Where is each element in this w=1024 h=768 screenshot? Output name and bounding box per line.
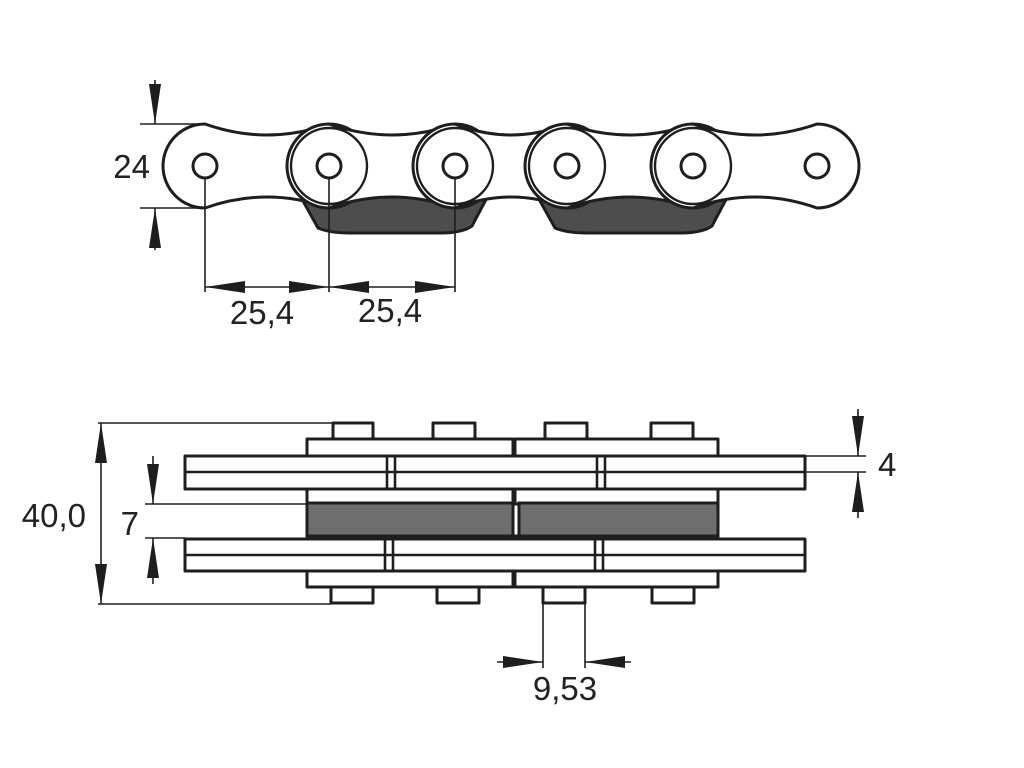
chain-top-view — [161, 122, 861, 235]
bushing-bar-left — [305, 501, 515, 538]
height-label: 24 — [113, 148, 150, 185]
pin-hole-1 — [191, 152, 219, 180]
outer-plate-bottom-right — [513, 568, 720, 589]
dimension-plate-thickness: 4 — [805, 409, 896, 518]
pin-head-top-2 — [431, 421, 477, 441]
outer-plate-top-right — [513, 437, 720, 458]
pin-hole-4 — [553, 152, 581, 180]
plate-overlap-4 — [653, 126, 733, 206]
outer-plate-bottom-left — [305, 568, 515, 589]
pin-head-bottom-2 — [435, 585, 481, 605]
overall-width-label: 40,0 — [22, 497, 86, 534]
dimension-height: 24 — [113, 80, 205, 250]
side-plate-upper — [183, 454, 807, 491]
pitch-label-1: 25,4 — [230, 294, 294, 331]
pin-head-top-3 — [543, 421, 589, 441]
pin-head-top-4 — [649, 421, 695, 441]
dimension-pin-diameter: 9,53 — [497, 603, 631, 707]
outer-plate-top-left — [305, 437, 515, 458]
pin-hole-5 — [679, 152, 707, 180]
plate-overlap-3 — [527, 126, 607, 206]
chain-side-view — [183, 421, 807, 605]
pin-hole-2 — [315, 152, 343, 180]
pin-head-bottom-3 — [541, 585, 587, 605]
dimension-pitch: 25,4 25,4 — [204, 178, 456, 331]
pin-head-top-1 — [331, 421, 375, 441]
plate-thickness-label: 4 — [878, 446, 896, 483]
pin-head-bottom-1 — [329, 585, 375, 605]
pin-hole-6 — [803, 152, 831, 180]
dimension-inner-width: 7 — [121, 456, 307, 584]
bushing-bar-right — [517, 501, 720, 538]
pin-hole-3 — [441, 152, 469, 180]
chain-link-5 — [649, 122, 861, 210]
inner-width-label: 7 — [121, 505, 139, 542]
dimension-overall-width: 40,0 — [22, 422, 333, 605]
pitch-label-2: 25,4 — [358, 292, 422, 329]
pin-head-bottom-4 — [650, 585, 696, 605]
pin-diameter-label: 9,53 — [533, 670, 597, 707]
side-plate-lower — [183, 537, 807, 573]
